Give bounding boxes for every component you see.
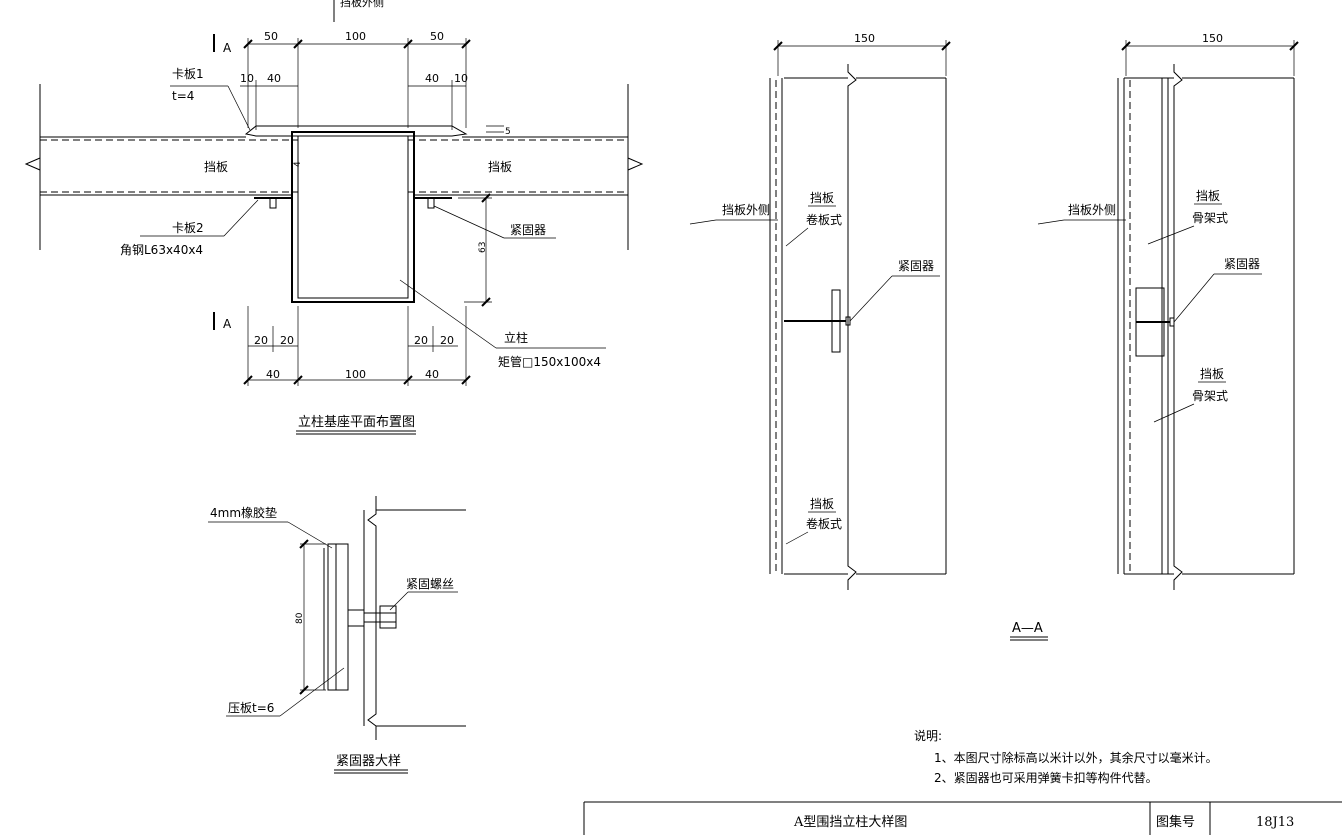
section-right: 150 挡板外侧 挡板 骨架式 挡板 骨架式 紧固器 (1037, 32, 1299, 590)
section-title: A—A (1012, 621, 1043, 636)
notes: 说明: 1、本图尺寸除标高以米计以外，其余尺寸以毫米计。 2、紧固器也可采用弹簧… (914, 728, 1218, 785)
sec-left-board-top-2: 卷板式 (806, 212, 842, 227)
sec-left-board-top-1: 挡板 (810, 191, 834, 205)
sec-left-board-bot-2: 卷板式 (806, 516, 842, 531)
atlas-label: 图集号 (1156, 814, 1195, 830)
detail-title: 紧固器大样 (336, 754, 401, 769)
board-left-label: 挡板 (204, 160, 228, 174)
sec-right-outside: 挡板外侧 (1068, 203, 1116, 217)
section-left: 150 挡板外侧 挡板 卷板式 挡板 卷板式 紧固器 (689, 32, 951, 590)
notes-heading: 说明: (914, 728, 942, 743)
title-block: A型围挡立柱大样图 图集号 18J13 (583, 801, 1342, 835)
board-right-label: 挡板 (488, 160, 512, 174)
dim-b-2: 100 (345, 368, 366, 381)
plan-fastener-label: 紧固器 (510, 223, 546, 237)
dim-bs-3: 20 (414, 334, 428, 347)
sec-left-board-bot-1: 挡板 (810, 497, 834, 511)
note-2: 2、紧固器也可采用弹簧卡扣等构件代替。 (934, 770, 1158, 785)
dim-b-1: 40 (266, 368, 280, 381)
dim-bs-1: 20 (254, 334, 268, 347)
sec-left-outside: 挡板外侧 (722, 203, 770, 217)
dim-sub-3: 40 (425, 72, 439, 85)
dim-b-3: 40 (425, 368, 439, 381)
dim-wall: 4 (293, 161, 303, 167)
dim-top-right: 50 (430, 30, 444, 43)
dim-top-mid: 100 (345, 30, 366, 43)
plan-view: 挡板外侧 A A 50 100 50 10 40 40 10 (24, 0, 644, 435)
plan-outside-label: 挡板外侧 (340, 0, 384, 9)
sec-right-board-bot-2: 骨架式 (1192, 389, 1228, 403)
screw-label: 紧固螺丝 (406, 577, 454, 591)
plan-title: 立柱基座平面布置图 (298, 415, 415, 430)
sec-right-board-bot-1: 挡板 (1200, 367, 1224, 381)
plate-label: 压板t=6 (228, 701, 274, 715)
sec-right-board-top-1: 挡板 (1196, 189, 1220, 203)
section-mark-top: A (223, 41, 232, 55)
clip1-name: 卡板1 (172, 67, 204, 81)
clip2-spec: 角钢L63x40x4 (120, 243, 203, 257)
note-1: 1、本图尺寸除标高以米计以外，其余尺寸以毫米计。 (934, 750, 1218, 765)
atlas-number: 18J13 (1256, 815, 1294, 830)
pad-label: 4mm橡胶垫 (210, 505, 277, 520)
clip2-name: 卡板2 (172, 221, 204, 235)
dim-side: 63 (478, 242, 488, 253)
sec-right-board-top-2: 骨架式 (1192, 211, 1228, 225)
section-mark-bottom: A (223, 317, 232, 331)
post-spec: 矩管□150x100x4 (498, 354, 601, 369)
drawing-name: A型围挡立柱大样图 (793, 815, 907, 830)
clip1-thickness: t=4 (172, 89, 194, 103)
detail-dim: 80 (295, 612, 305, 624)
dim-sub-4: 10 (454, 72, 468, 85)
fastener-detail: 80 4mm橡胶垫 紧固螺丝 压板t=6 紧固器大样 (208, 496, 466, 774)
dim-sub-2: 40 (267, 72, 281, 85)
sec-left-dim: 150 (854, 32, 875, 45)
dim-bs-2: 20 (280, 334, 294, 347)
sec-left-fastener: 紧固器 (898, 259, 934, 273)
dim-sub-1: 10 (240, 72, 254, 85)
dim-gap: 5 (505, 127, 511, 137)
post-name: 立柱 (504, 330, 528, 345)
dim-top-left: 50 (264, 30, 278, 43)
sec-right-dim: 150 (1202, 32, 1223, 45)
dim-bs-4: 20 (440, 334, 454, 347)
sec-right-fastener: 紧固器 (1224, 257, 1260, 271)
